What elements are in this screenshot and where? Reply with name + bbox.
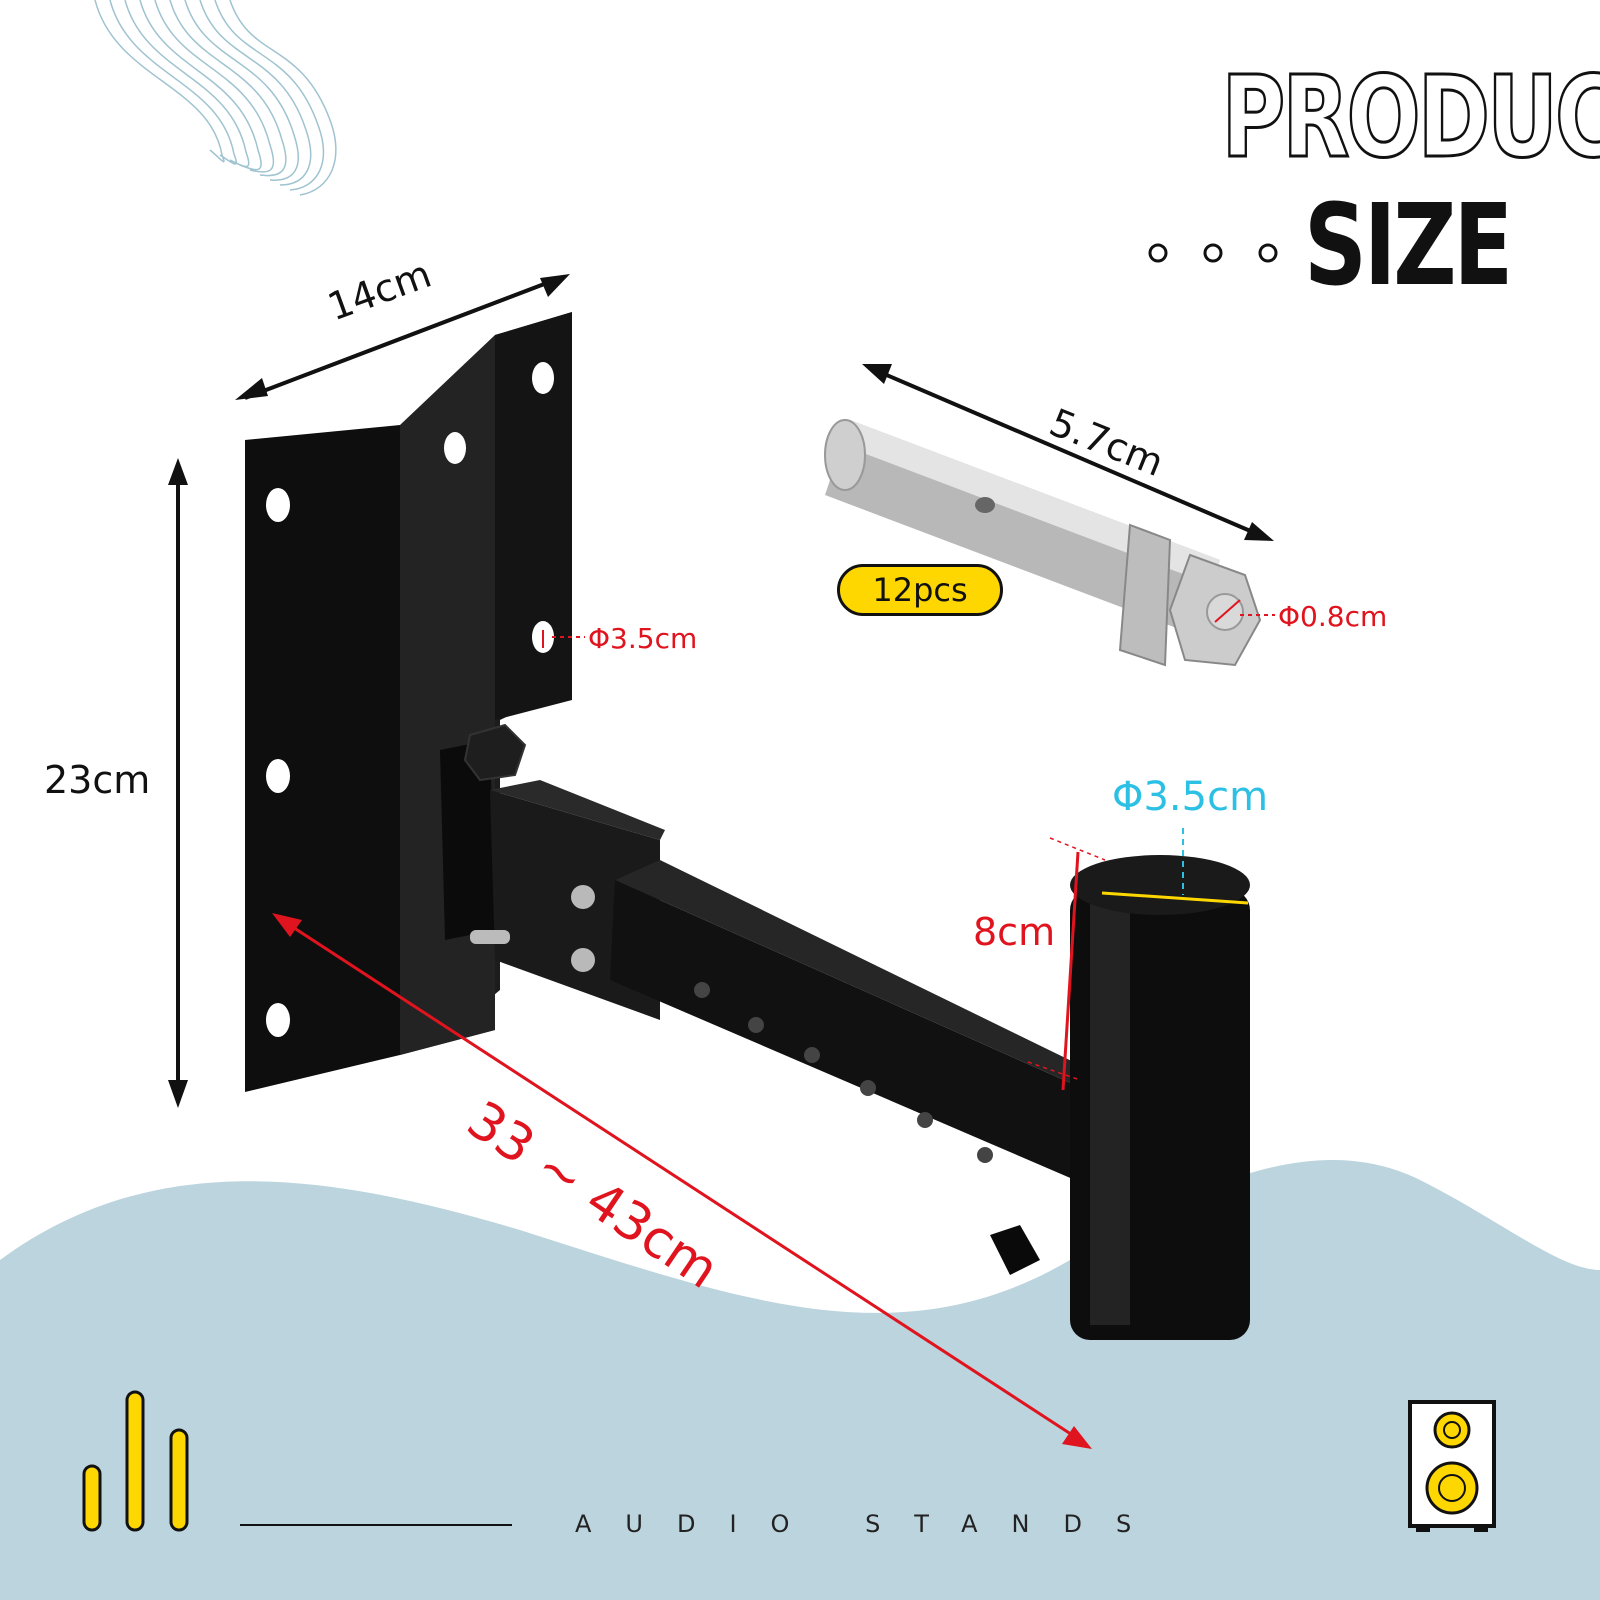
mounting-plate [245,312,572,1092]
quantity-badge: 12pcs [837,564,1003,616]
speaker-tube [1070,855,1250,1340]
decorative-line-waves [94,0,337,196]
swivel-arm [440,723,1090,1275]
plate-height-label: 23cm [44,758,151,802]
tube-diameter-label: Φ3.5cm [1112,774,1269,820]
dimension-arrows [168,274,1275,1449]
anchor-diameter-label: Φ0.8cm [1278,600,1388,633]
title-product: PRODUCT [1220,53,1600,183]
sound-level-bars-icon [82,1390,189,1532]
anchor-bolt [824,419,1262,667]
footer-label: AUDIO STANDS [575,1510,1166,1538]
speaker-icon [1408,1400,1496,1532]
hole-diameter-label: Φ3.5cm [588,622,698,655]
tube-height-label: 8cm [973,910,1056,954]
title-dots [1148,243,1278,263]
title-size: SIZE [1304,181,1513,311]
